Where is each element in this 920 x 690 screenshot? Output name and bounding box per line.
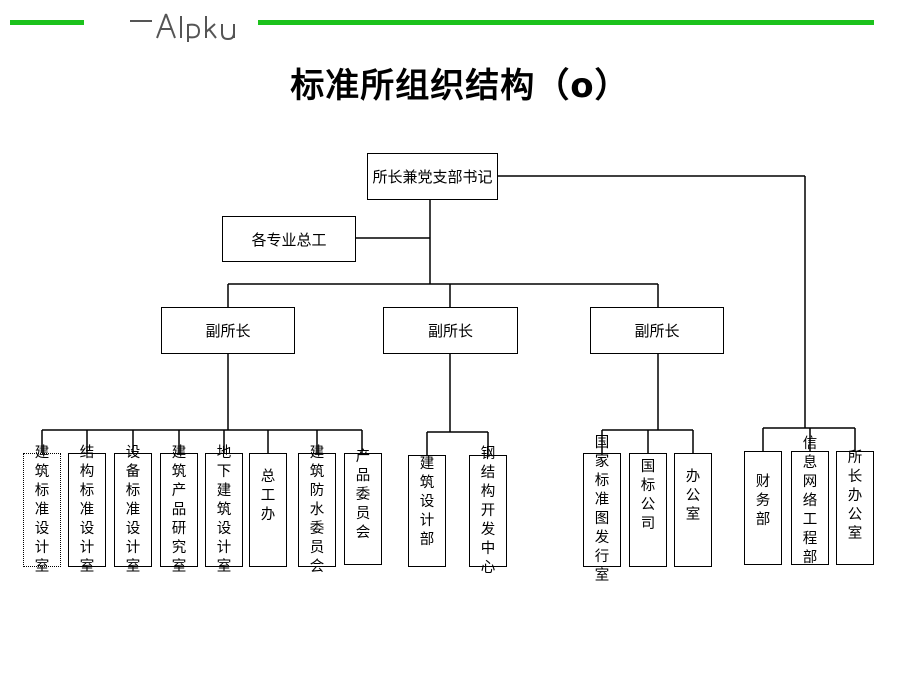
unit-box-underground-design: 地下建筑设计室 [205,445,243,575]
unit-box-equipment-standard-design: 设备标准设计室 [114,445,152,575]
unit-box-national-drawing-distribution: 国家标准图发行室 [583,435,621,584]
unit-box-national-standard-company: 国标公司 [629,453,667,567]
deputy-director-box: 副所长 [590,307,724,354]
unit-box-finance-dept: 财务部 [744,451,782,565]
deputy-director-box: 副所长 [161,307,295,354]
unit-box-building-standard-design: 建筑标准设计室 [23,445,61,575]
deputy-director-box: 副所长 [383,307,518,354]
chief-engineers-box: 各专业总工 [222,216,356,262]
unit-box-product-committee: 产品委员会 [344,449,382,565]
unit-box-structure-standard-design: 结构标准设计室 [68,445,106,575]
unit-box-waterproofing-committee: 建筑防水委员会 [298,445,336,575]
unit-box-director-office: 所长办公室 [836,450,874,565]
unit-box-office: 办公室 [674,453,712,567]
page-title: 标准所组织结构（o） [290,66,630,106]
unit-box-building-product-research: 建筑产品研究室 [160,445,198,575]
unit-box-chief-engineer-office: 总工办 [249,453,287,567]
header-bar-right [258,20,874,25]
unit-box-building-design-dept: 建筑设计部 [408,455,446,567]
unit-box-steel-structure-center: 钢结构开发中心 [469,446,507,576]
unit-box-information-network-dept: 信息网络工程部 [791,436,829,566]
header-bar-left [10,20,84,25]
logo [130,13,235,42]
director-box: 所长兼党支部书记 [367,153,498,200]
